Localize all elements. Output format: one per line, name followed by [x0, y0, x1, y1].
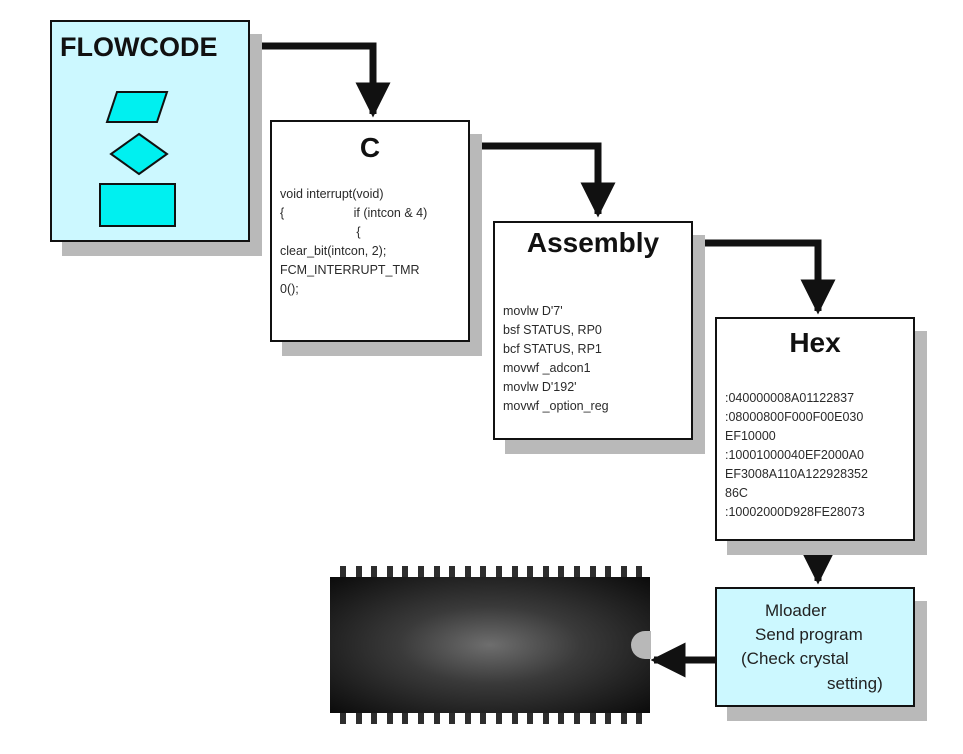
chip-pin-bottom [418, 713, 424, 724]
microcontroller-chip-icon [330, 577, 651, 713]
chip-pin-bottom [464, 713, 471, 724]
hex-box: Hex :040000008A01122837 :08000800F000F00… [715, 317, 915, 541]
c-title: C [359, 132, 381, 163]
chip-pin-top [418, 566, 424, 577]
chip-pin-top [386, 566, 393, 577]
chip-pin-top [605, 566, 612, 577]
c-code: void interrupt(void) { if (intcon & 4) {… [280, 187, 428, 296]
chip-pin-bottom [574, 713, 580, 724]
c-box: C void interrupt(void) { if (intcon & 4)… [270, 120, 470, 342]
chip-pin-bottom [496, 713, 502, 724]
arrow-c-to-assembly [470, 142, 616, 218]
hex-code: :040000008A01122837 :08000800F000F00E030… [725, 391, 868, 519]
chip-pin-top [449, 566, 456, 577]
chip-pin-top [355, 566, 362, 577]
mloader-line-setting: setting) [827, 674, 883, 693]
parallelogram-icon [105, 91, 169, 123]
chip-pin-bottom [511, 713, 518, 724]
flowchart-symbols-icon [99, 91, 176, 227]
decision-diamond-icon [109, 132, 169, 176]
chip-pin-top [340, 566, 346, 577]
chip-pin-bottom [340, 713, 346, 724]
arrow-flowcode-to-c [250, 42, 391, 118]
hex-title: Hex [789, 327, 841, 358]
chip-pin-top [574, 566, 580, 577]
chip-pin-bottom [542, 713, 549, 724]
chip-pin-bottom [589, 713, 596, 724]
chip-pin-bottom [636, 713, 643, 724]
chip-pin-top [464, 566, 471, 577]
assembly-title: Assembly [526, 227, 660, 258]
assembly-box: Assembly movlw D'7' bsf STATUS, RP0 bcf … [493, 221, 693, 440]
mloader-title: Mloader [765, 601, 827, 620]
chip-pin-bottom [449, 713, 456, 724]
mloader-line-send-program: Send program [755, 625, 863, 644]
chip-pin-bottom [480, 713, 487, 724]
chip-pin-top [636, 566, 643, 577]
chip-pin-bottom [605, 713, 612, 724]
chip-pin-top [527, 566, 534, 577]
mloader-line-check-crystal: (Check crystal [741, 649, 849, 668]
chip-pin-bottom [402, 713, 409, 724]
chip-pin-bottom [433, 713, 440, 724]
chip-pin-bottom [558, 713, 565, 724]
chip-pin-bottom [386, 713, 393, 724]
assembly-code: movlw D'7' bsf STATUS, RP0 bcf STATUS, R… [503, 304, 609, 413]
chip-pin-bottom [527, 713, 534, 724]
arrow-assembly-to-hex [693, 239, 836, 315]
chip-pin-bottom [620, 713, 627, 724]
process-rectangle-icon [99, 183, 176, 227]
chip-pin-top [433, 566, 440, 577]
chip-pin-top [542, 566, 549, 577]
chip-pin-top [371, 566, 378, 577]
chip-pin-bottom [371, 713, 378, 724]
chip-pin-top [480, 566, 487, 577]
chip-pin-top [589, 566, 596, 577]
chip-notch [631, 631, 651, 659]
chip-pin-top [558, 566, 565, 577]
flowcode-title: FLOWCODE [60, 32, 218, 62]
chip-pin-top [402, 566, 409, 577]
chip-pin-bottom [355, 713, 362, 724]
chip-pin-top [496, 566, 502, 577]
flowcode-box: FLOWCODE [50, 20, 250, 242]
chip-pin-top [620, 566, 627, 577]
chip-pin-top [511, 566, 518, 577]
mloader-box: Mloader Send program (Check crystal sett… [715, 587, 915, 707]
